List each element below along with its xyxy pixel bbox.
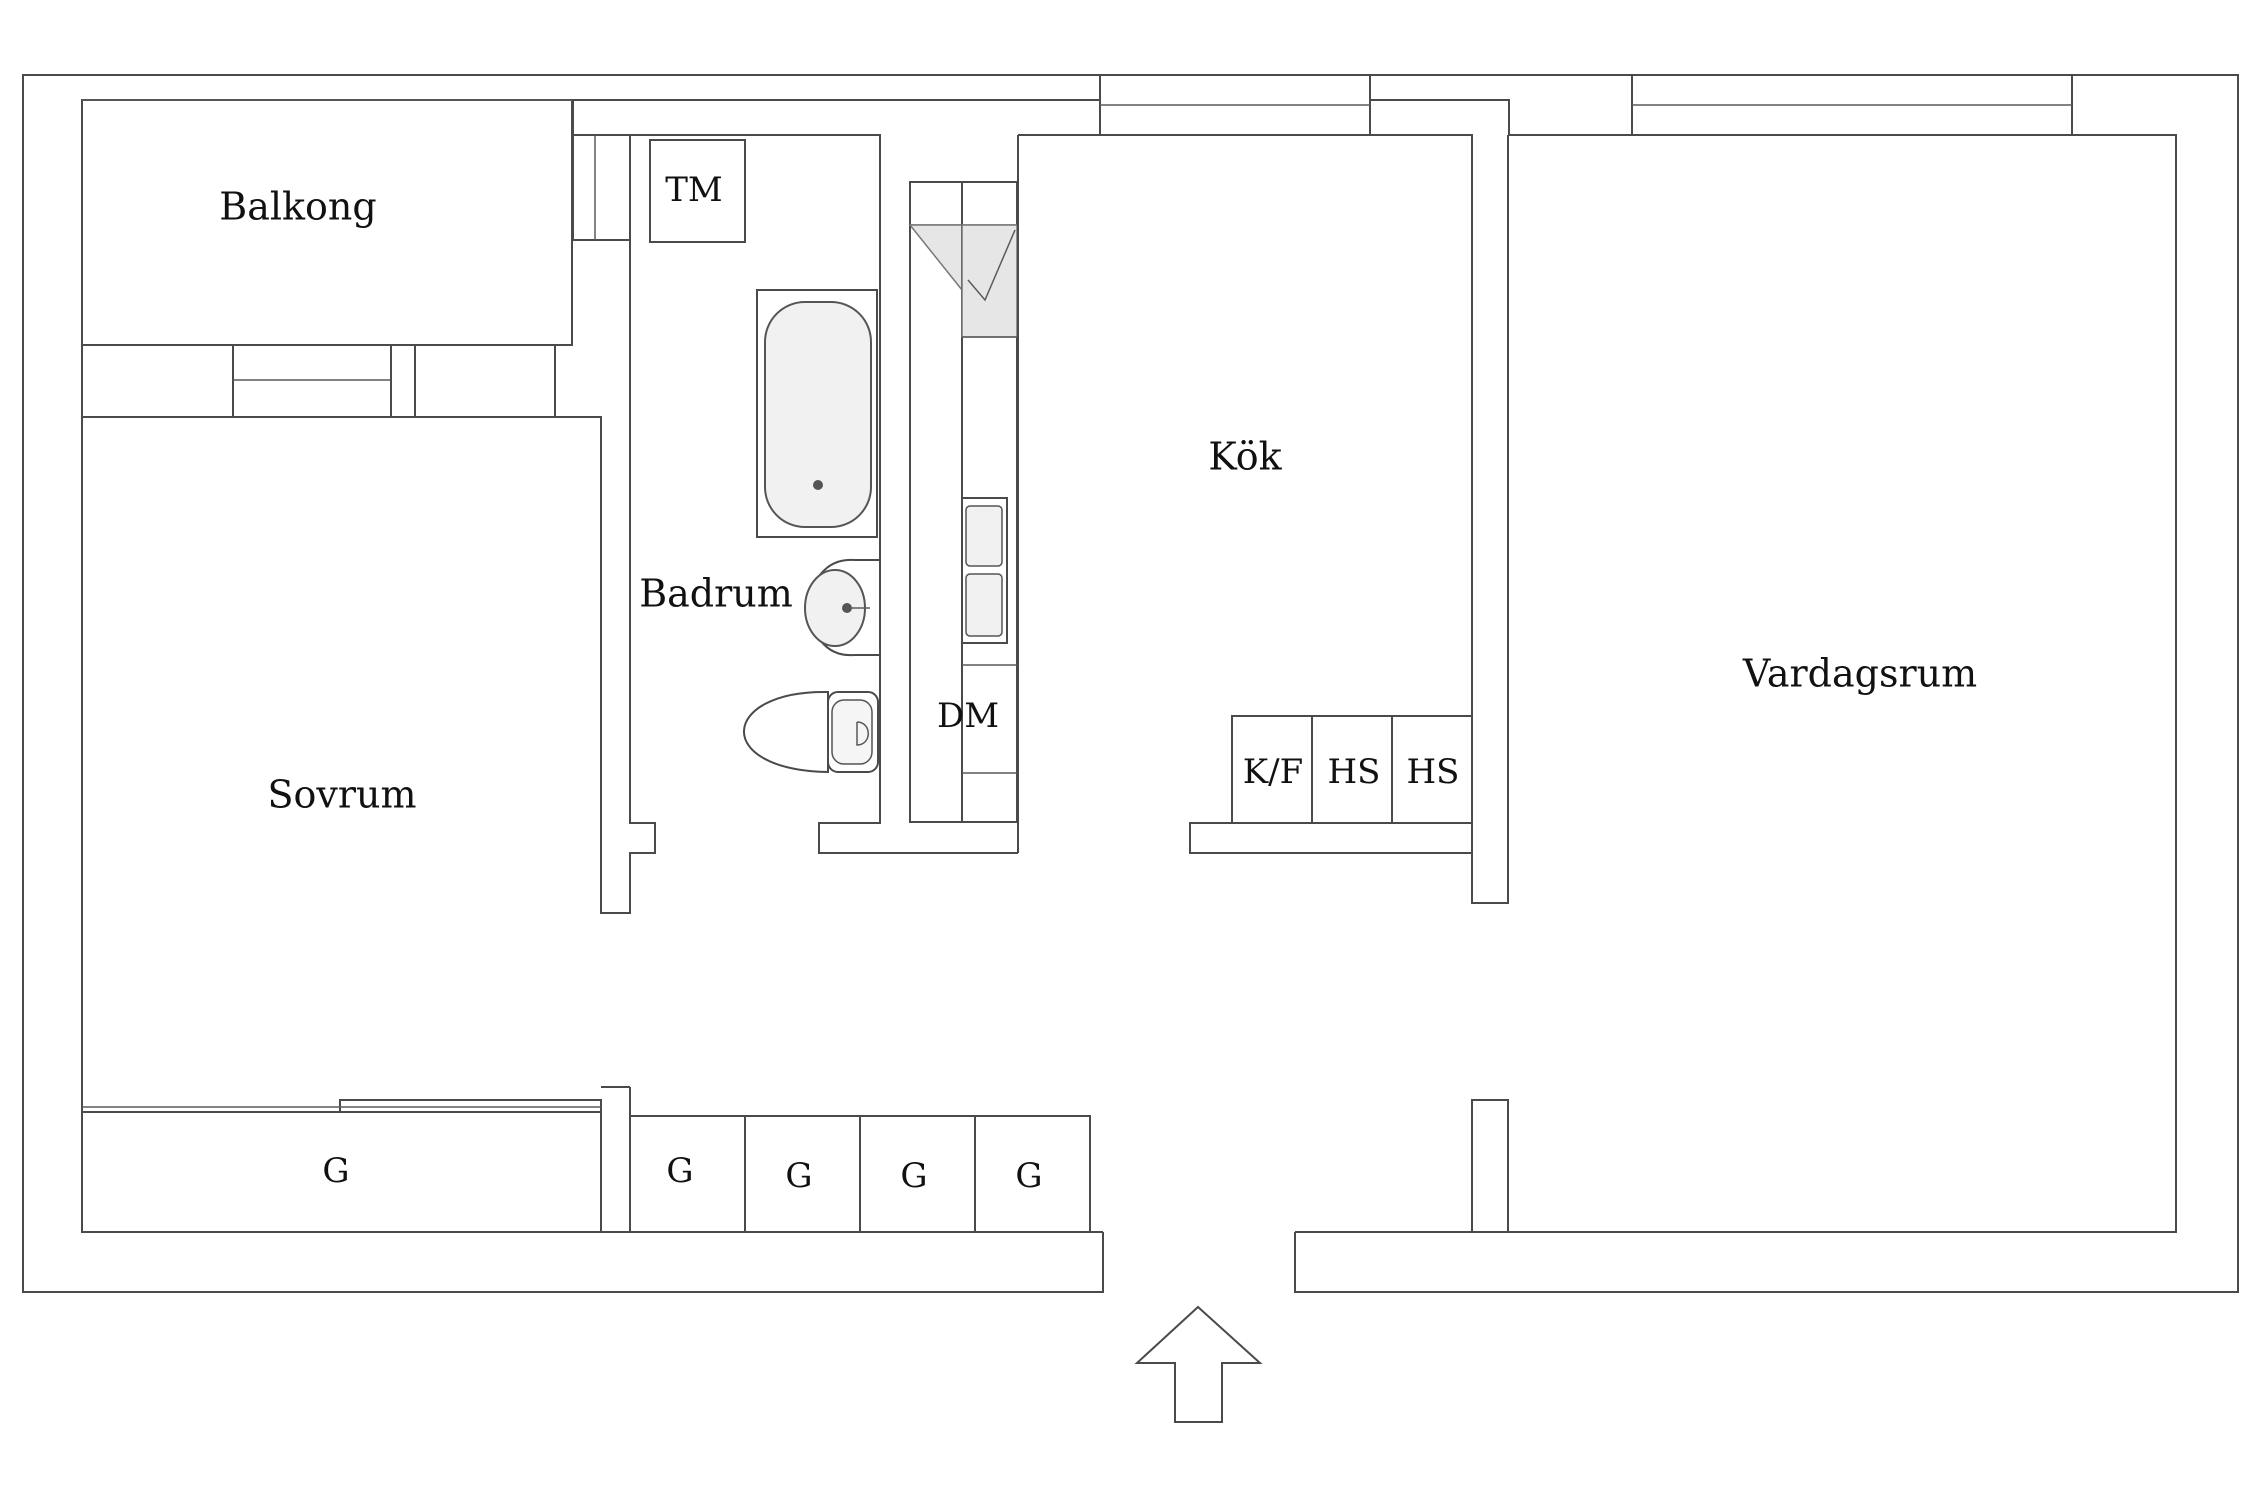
label-kf: K/F bbox=[1243, 752, 1303, 792]
room-label-vardagsrum: Vardagsrum bbox=[1742, 652, 1977, 696]
balcony-door bbox=[232, 344, 392, 418]
double-sink-icon bbox=[961, 497, 1008, 644]
wardrobe-sovrum bbox=[81, 1111, 602, 1233]
bedroom-walls bbox=[82, 416, 630, 914]
fridge-box bbox=[1231, 715, 1313, 824]
room-label-badrum: Badrum bbox=[639, 572, 793, 616]
label-g-sovrum: G bbox=[322, 1151, 349, 1191]
wardrobe-hall-1 bbox=[629, 1115, 746, 1233]
label-tm: TM bbox=[665, 170, 723, 210]
wardrobe-hall-4 bbox=[974, 1115, 1091, 1233]
label-hs-1: HS bbox=[1328, 752, 1381, 792]
room-label-sovrum: Sovrum bbox=[267, 773, 416, 817]
wardrobe-hall-2 bbox=[744, 1115, 861, 1233]
room-label-kok: Kök bbox=[1208, 435, 1282, 479]
label-g-hall-2: G bbox=[785, 1156, 812, 1196]
room-label-balkong: Balkong bbox=[219, 185, 376, 229]
living-wall-stub bbox=[1471, 1099, 1509, 1232]
label-hs-2: HS bbox=[1407, 752, 1460, 792]
label-g-hall-1: G bbox=[666, 1151, 693, 1191]
label-g-hall-3: G bbox=[900, 1156, 927, 1196]
toilet-icon bbox=[743, 690, 879, 774]
wardrobe-hall-3 bbox=[859, 1115, 976, 1233]
balcony-area bbox=[81, 99, 573, 346]
bathroom-walls bbox=[554, 134, 1018, 914]
tm-box bbox=[649, 139, 746, 243]
entrance-opening bbox=[1102, 1232, 1296, 1292]
wardrobe-hs-2 bbox=[1391, 715, 1473, 824]
wardrobe-hs-1 bbox=[1311, 715, 1393, 824]
label-g-hall-4: G bbox=[1015, 1156, 1042, 1196]
up-arrow-icon bbox=[1134, 1305, 1263, 1423]
washbasin-icon bbox=[804, 558, 881, 657]
label-dm: DM bbox=[937, 696, 999, 736]
bathtub-icon bbox=[756, 289, 878, 538]
